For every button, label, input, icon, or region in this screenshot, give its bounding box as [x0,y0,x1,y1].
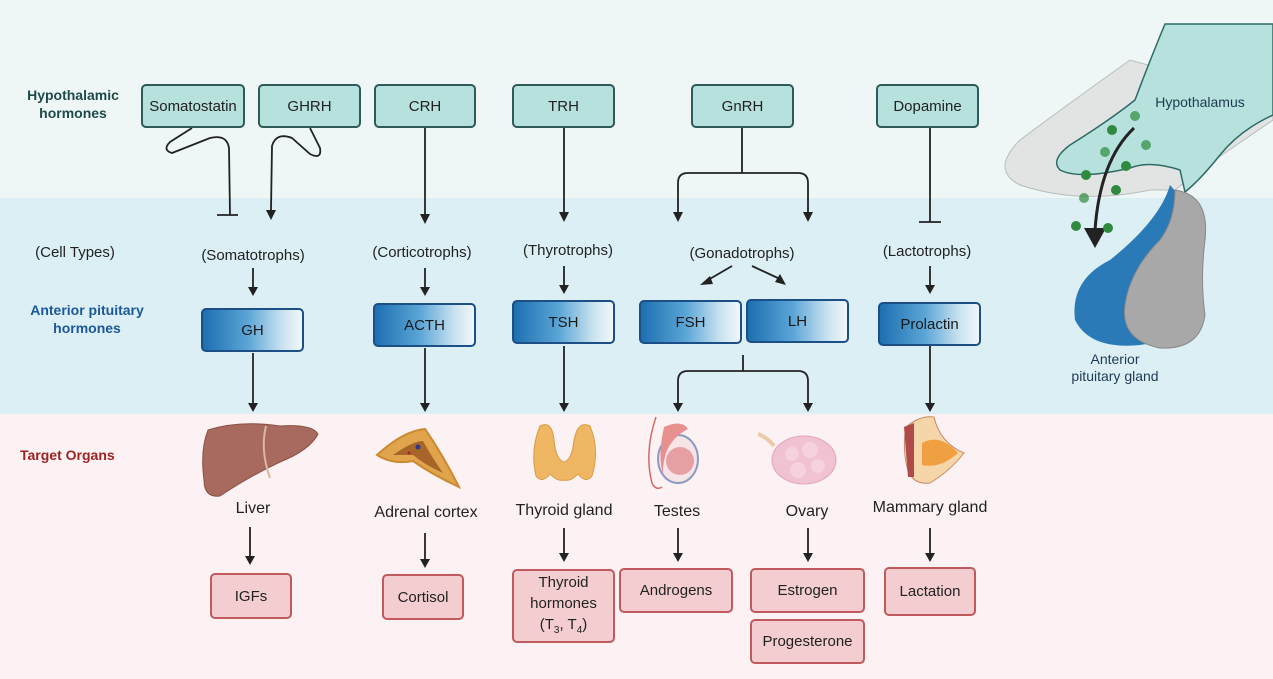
cell-type-gonadotrophs: (Gonadotrophs) [689,245,795,262]
cell-type-corticotrophs: (Corticotrophs) [372,244,472,261]
cell-type-thyrotrophs: (Thyrotrophs) [522,242,614,259]
row-label-hypothalamic: Hypothalamic hormones [27,87,119,121]
hormone-box-dopamine: Dopamine [876,84,979,128]
pituitary-box-fsh: FSH [639,300,742,344]
anterior-pituitary-label-line2: pituitary gland [1071,368,1159,384]
product-box-androgens: Androgens [619,568,733,613]
row-label-cell-types: (Cell Types) [35,244,115,261]
organ-label-thyroid-gland: Thyroid gland [515,502,613,519]
pituitary-box-acth: ACTH [373,303,476,347]
testes-icon [648,416,699,490]
thyroid-hormones-line2: hormones [530,594,597,612]
cell-type-somatotrophs: (Somatotrophs) [201,247,305,264]
hypothalamus-label: Hypothalamus [1155,94,1245,110]
hormone-box-trh: TRH [512,84,615,128]
adrenal-cortex-icon [375,427,462,490]
product-box-estrogen: Estrogen [750,568,865,613]
pituitary-box-tsh: TSH [512,300,615,344]
organ-label-ovary: Ovary [785,503,829,520]
hormone-box-crh: CRH [374,84,476,128]
ovary-icon [758,432,837,485]
pituitary-box-lh: LH [746,299,849,343]
thyroid-gland-icon [533,424,596,481]
liver-icon [202,423,319,497]
pituitary-box-prolactin: Prolactin [878,302,981,346]
cell-type-lactotrophs: (Lactotrophs) [882,243,972,260]
pituitary-band [0,198,1273,414]
product-box-progesterone: Progesterone [750,619,865,664]
pituitary-box-gh: GH [201,308,304,352]
thyroid-hormones-line3: (T3, T4) [539,615,588,636]
product-box-igfs: IGFs [210,573,292,619]
organ-label-adrenal-cortex: Adrenal cortex [374,504,478,521]
anterior-pituitary-label-line1: Anterior [1090,351,1140,367]
organ-label-liver: Liver [235,500,271,517]
product-box-cortisol: Cortisol [382,574,464,620]
row-label-anterior-pituitary: Anterior pituitary hormones [30,302,144,336]
product-box-thyroid-hormones: Thyroid hormones (T3, T4) [512,569,615,643]
target-organs-band [0,414,1273,679]
hormone-box-somatostatin: Somatostatin [141,84,245,128]
anterior-pituitary-label: Anterior pituitary gland [1055,351,1175,385]
row-label-target-organs: Target Organs [20,447,115,463]
hormone-box-ghrh: GHRH [258,84,361,128]
organ-label-mammary-gland: Mammary gland [872,499,988,516]
hypothalamus-pituitary-illustration [1004,23,1273,349]
mammary-gland-icon [903,416,965,484]
product-box-lactation: Lactation [884,567,976,616]
thyroid-hormones-line1: Thyroid [538,573,589,591]
organ-label-testes: Testes [653,503,701,520]
hormone-box-gnrh: GnRH [691,84,794,128]
